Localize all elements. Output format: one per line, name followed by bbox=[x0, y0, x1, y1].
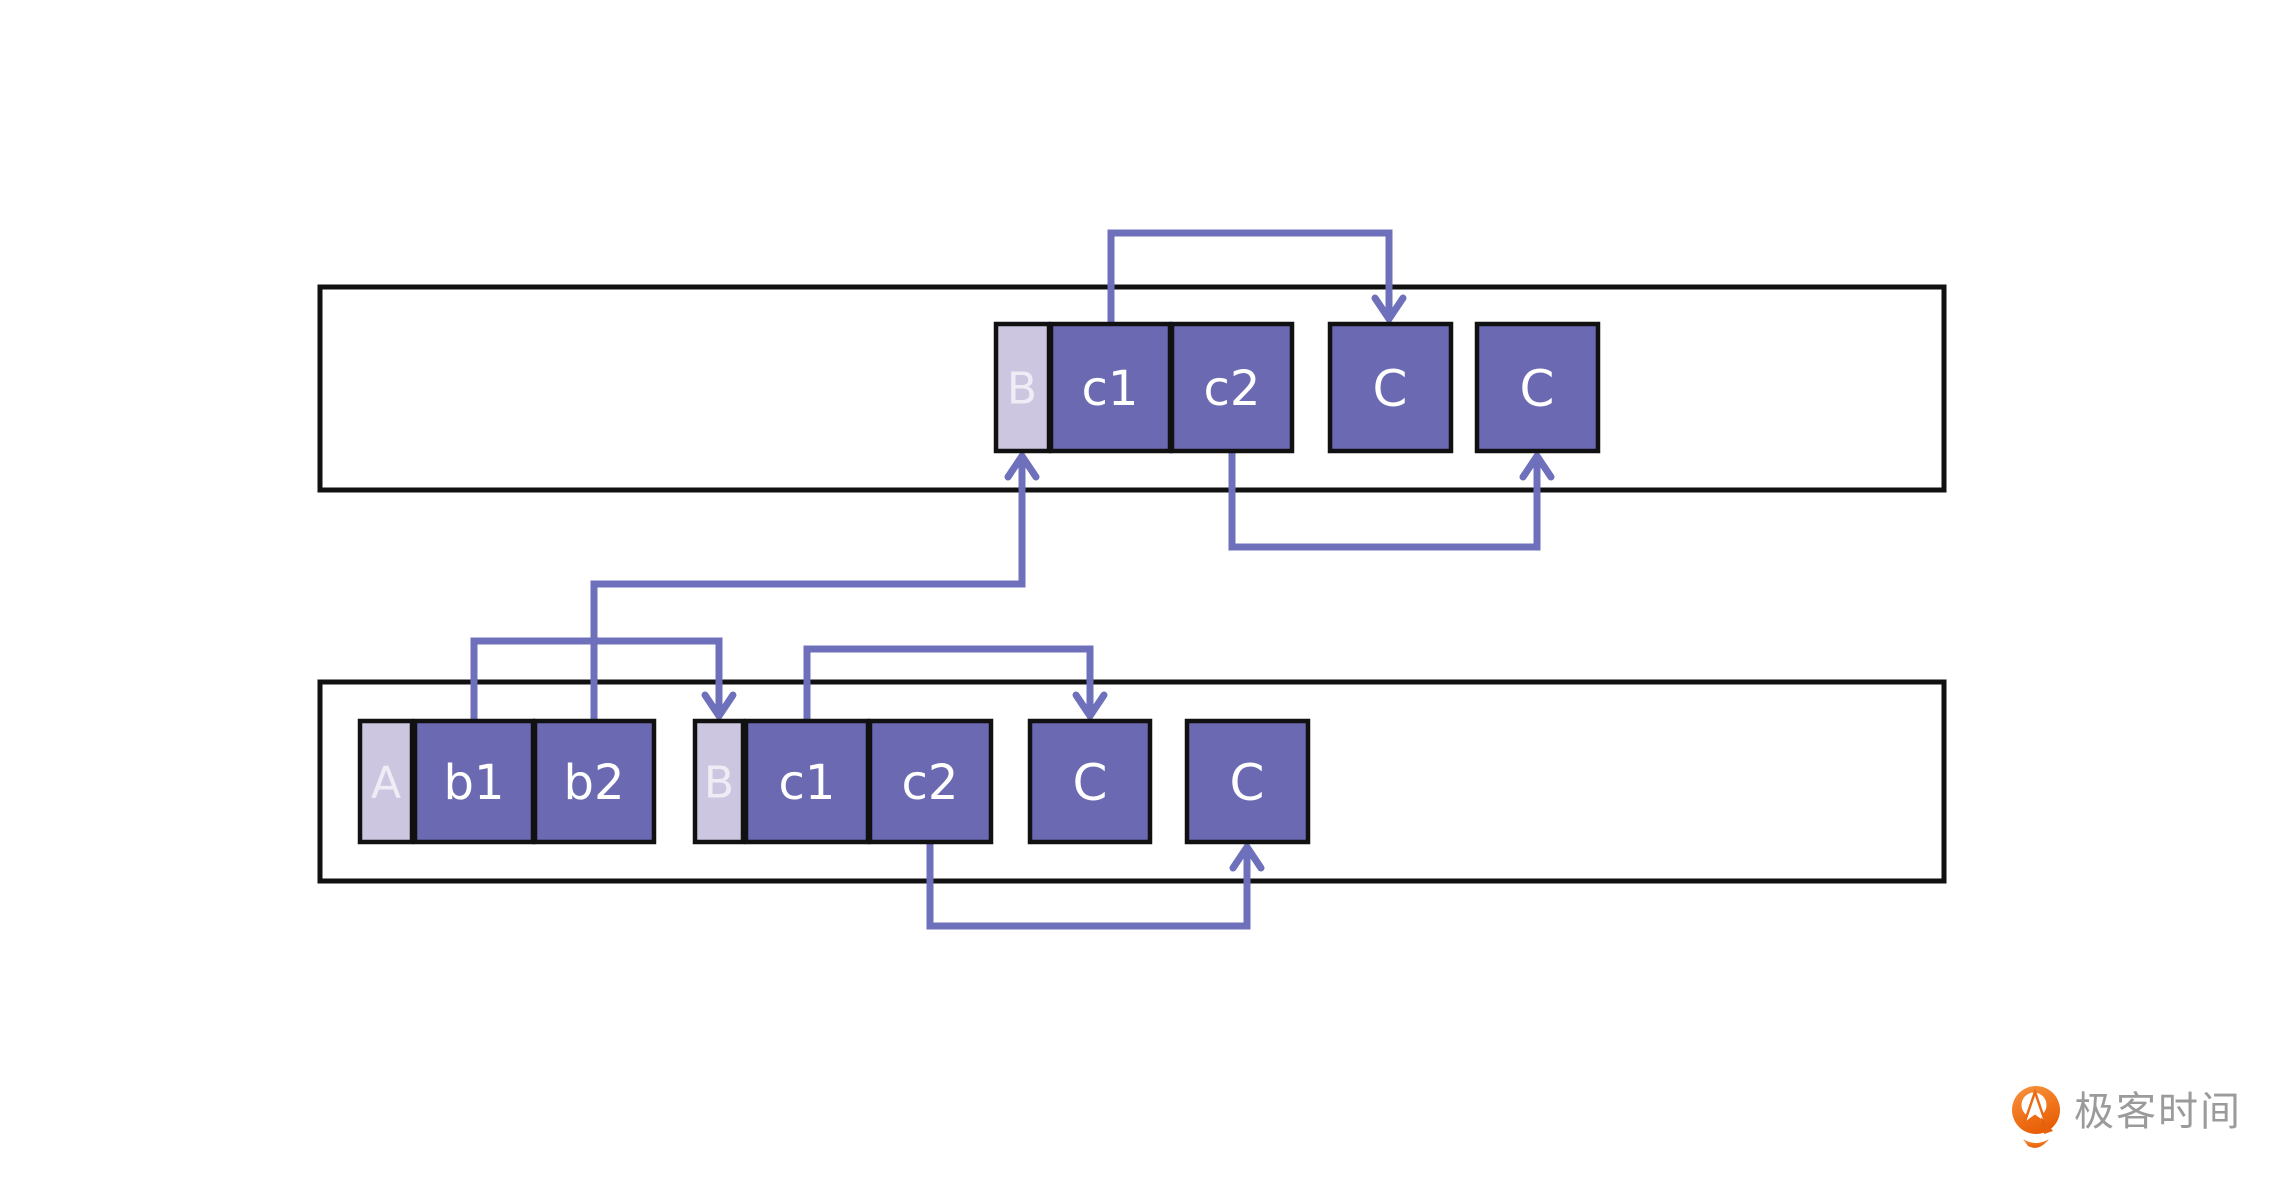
cell-rect bbox=[743, 718, 871, 845]
cell-label: B bbox=[704, 758, 734, 809]
logo-tail bbox=[2041, 1117, 2053, 1134]
bottom-box-header-B: B bbox=[692, 718, 746, 845]
cell-label: c1 bbox=[1082, 361, 1139, 417]
cell-rect bbox=[1184, 718, 1311, 845]
bottom-box-header-A: A bbox=[357, 718, 415, 845]
arrow-bottom-b2-to-top-B bbox=[590, 449, 1040, 721]
cell-rect bbox=[692, 718, 746, 845]
cell-rect bbox=[1027, 718, 1153, 845]
cell-label: b2 bbox=[563, 755, 624, 811]
bottom-box-c2: c2 bbox=[867, 718, 994, 845]
cell-label: C bbox=[1373, 360, 1408, 418]
cell-rect bbox=[412, 718, 536, 845]
geektime-logo-text: 极客时间 bbox=[2074, 1089, 2242, 1135]
arrow-bottom-b1-to-bottom-B bbox=[470, 637, 737, 723]
arrow-bottom-c2-to-second-C bbox=[926, 840, 1265, 930]
bottom-box-C-second: C bbox=[1184, 718, 1311, 845]
top-box-c1: c1 bbox=[1048, 321, 1173, 454]
bottom-box-C-first: C bbox=[1027, 718, 1153, 845]
arrow-bottom-c1-to-first-C bbox=[803, 645, 1108, 723]
top-box-C-first: C bbox=[1327, 321, 1454, 454]
top-box-C-second: C bbox=[1474, 321, 1601, 454]
cell-label: c2 bbox=[902, 755, 959, 811]
cell-label: b1 bbox=[443, 755, 504, 811]
cell-label: C bbox=[1520, 360, 1555, 418]
arrow-top-c2-to-second-C bbox=[1228, 449, 1555, 551]
cell-rect bbox=[357, 718, 415, 845]
cell-rect bbox=[1474, 321, 1601, 454]
cell-rect bbox=[532, 718, 657, 845]
cell-rect bbox=[867, 718, 994, 845]
bottom-box-b2: b2 bbox=[532, 718, 657, 845]
geektime-logo-icon bbox=[2012, 1086, 2060, 1148]
top-box-c2: c2 bbox=[1169, 321, 1295, 454]
cell-label: C bbox=[1073, 754, 1108, 812]
cell-rect bbox=[1169, 321, 1295, 454]
cell-label: C bbox=[1230, 754, 1265, 812]
cell-label: c1 bbox=[779, 755, 836, 811]
cell-label: B bbox=[1007, 364, 1037, 415]
bottom-box-c1: c1 bbox=[743, 718, 871, 845]
cell-label: A bbox=[371, 758, 401, 809]
logo-smile bbox=[2023, 1139, 2049, 1148]
cell-rect bbox=[1327, 321, 1454, 454]
arrow-top-c1-to-first-C bbox=[1107, 229, 1407, 326]
cell-label: c2 bbox=[1204, 361, 1261, 417]
bottom-box-b1: b1 bbox=[412, 718, 536, 845]
top-box-header-B: B bbox=[993, 321, 1052, 454]
logo-needle bbox=[2021, 1088, 2049, 1128]
geektime-logo: 极客时间 bbox=[2012, 1086, 2242, 1148]
cell-rect bbox=[1048, 321, 1173, 454]
